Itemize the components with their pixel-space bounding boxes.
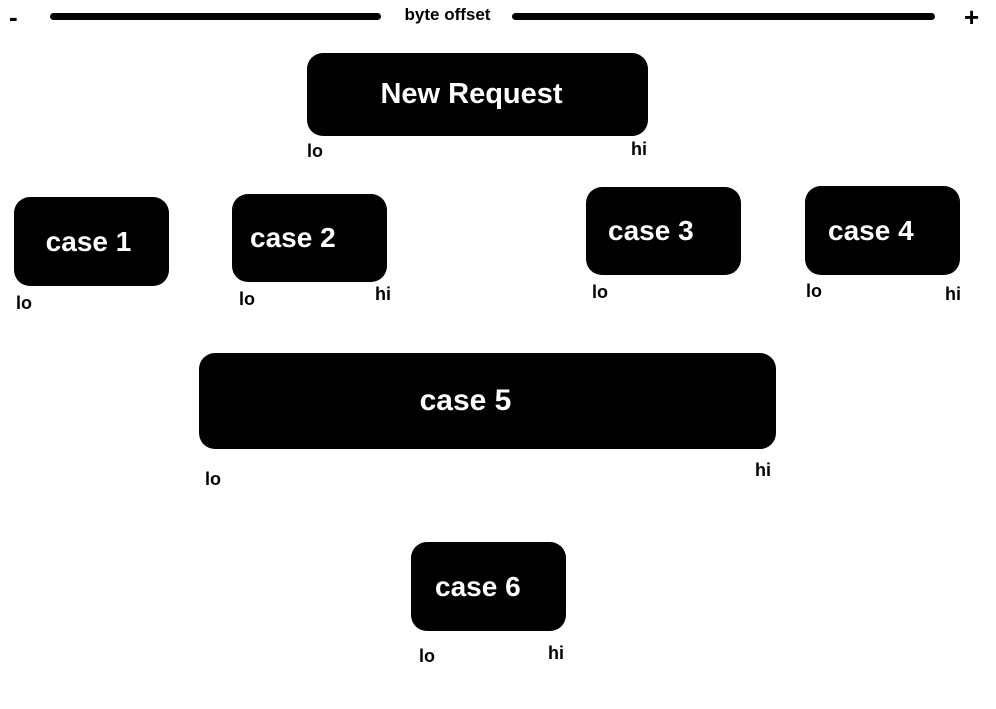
case-4-lo-marker: lo (806, 281, 822, 301)
case-1-box: case 1 (14, 197, 169, 286)
case-5-hi-marker: hi (755, 460, 771, 480)
new-request-label: New Request (380, 78, 563, 110)
case-6-lo-marker: lo (419, 646, 435, 666)
case-5-box: case 5 (199, 353, 776, 449)
case-2-hi-marker: hi (375, 284, 391, 304)
axis-label: byte offset (404, 5, 491, 24)
case-3-lo-marker: lo (592, 282, 608, 302)
case-3-label: case 3 (608, 215, 694, 246)
case-5-label: case 5 (419, 384, 512, 417)
case-4-label: case 4 (828, 214, 914, 246)
new-request-box: New Request (307, 53, 648, 136)
case-4-box: case 4 (805, 186, 960, 275)
axis-plus-sign: + (964, 2, 980, 32)
case-2-label: case 2 (250, 222, 336, 253)
case-6-box: case 6 (411, 542, 566, 631)
axis-line-left (50, 13, 381, 20)
new-request-hi-marker: hi (631, 139, 647, 159)
case-1-label: case 1 (45, 225, 132, 257)
new-request-lo-marker: lo (307, 141, 323, 161)
case-3-box: case 3 (586, 187, 741, 275)
axis-minus-sign: - (9, 2, 18, 32)
case-2-lo-marker: lo (239, 289, 255, 309)
case-6-hi-marker: hi (548, 643, 564, 663)
case-5-lo-marker: lo (205, 469, 221, 489)
case-4-hi-marker: hi (945, 284, 961, 304)
case-1-lo-marker: lo (16, 293, 32, 313)
axis-line-right (512, 13, 935, 20)
case-2-box: case 2 (232, 194, 387, 282)
case-6-label: case 6 (435, 570, 521, 602)
